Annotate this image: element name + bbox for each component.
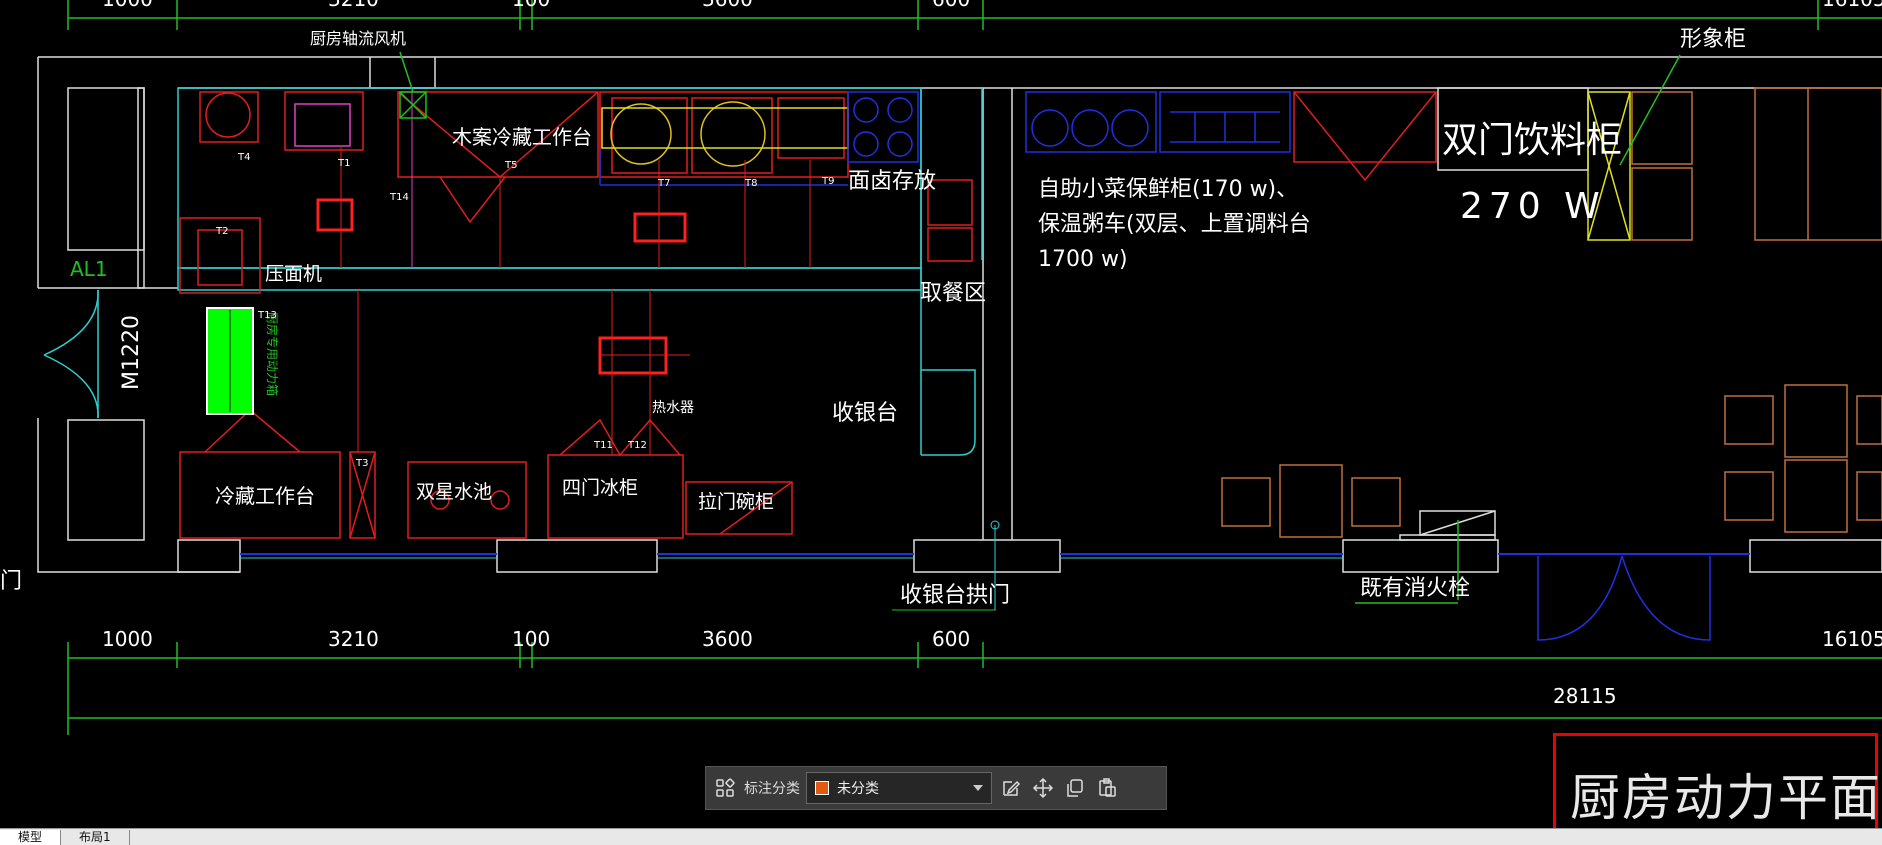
power-panel — [206, 307, 254, 415]
label-self-service-1: 自助小菜保鲜柜(170 w)、 — [1038, 177, 1298, 202]
category-color-swatch — [815, 781, 829, 795]
category-icon[interactable] — [712, 775, 738, 801]
annotation-category-dropdown[interactable]: 未分类 — [806, 772, 992, 804]
tag-t4: T4 — [237, 152, 250, 163]
chevron-down-icon — [973, 785, 983, 791]
dim-bottom-2: 3210 — [328, 627, 379, 651]
move-icon[interactable] — [1030, 775, 1056, 801]
label-double-sink: 双星水池 — [416, 481, 492, 503]
copy-icon[interactable] — [1062, 775, 1088, 801]
exhaust-fan — [399, 51, 427, 119]
tag-t1: T1 — [337, 158, 350, 169]
bottom-dimensions — [67, 642, 1882, 735]
tag-t2: T2 — [215, 226, 228, 237]
dim-top-5: 600 — [932, 0, 970, 11]
dimension-texts-bottom: 1000 3210 100 3600 600 16105 28115 — [102, 627, 1882, 708]
entry-double-door — [1537, 555, 1711, 641]
dim-bottom-6: 16105 — [1822, 627, 1882, 651]
dim-bottom-1: 1000 — [102, 627, 153, 651]
label-panel-al1: AL1 — [70, 257, 108, 281]
label-noodle-braise: 面卤存放 — [848, 169, 936, 194]
hydrant — [1355, 510, 1496, 604]
dining-furniture — [1221, 384, 1882, 538]
dim-total: 28115 — [1553, 684, 1617, 708]
annotation-toolbar: 标注分类 未分类 — [705, 766, 1167, 810]
label-cashier: 收银台 — [832, 401, 898, 426]
tag-t3: T3 — [355, 458, 368, 469]
dim-bottom-4: 3600 — [702, 627, 753, 651]
wiring — [340, 88, 811, 455]
cad-drawing-canvas[interactable]: 厨房轴流风机 木案冷藏工作台 面卤存放 压面机 取餐区 自助小菜保鲜柜(170 … — [0, 0, 1882, 828]
label-panel-kitchen: 厨房专用动力箱 — [265, 312, 280, 396]
label-pickup-area: 取餐区 — [920, 281, 986, 306]
label-image-cabinet: 形象柜 — [1680, 27, 1746, 52]
walls — [37, 56, 1882, 573]
drawing-title: 厨房动力平面图1: — [1570, 758, 1882, 830]
door-m1220 — [43, 289, 99, 419]
junction-boxes — [316, 198, 687, 375]
inner-walls — [177, 87, 983, 456]
equipment-tags: T4 T1 T2 T5 T14 T7 T8 T9 T13 T3 T11 T12 — [215, 152, 834, 469]
category-selected-value: 未分类 — [837, 781, 879, 797]
tag-t14: T14 — [389, 192, 409, 203]
tag-t7: T7 — [657, 178, 670, 189]
label-self-service-2: 保温粥车(双层、上置调料台 — [1038, 212, 1311, 237]
image-cabinet — [1437, 54, 1882, 241]
tag-t12: T12 — [627, 440, 647, 451]
blue-cabinets — [847, 91, 1291, 163]
tab-model[interactable]: 模型 — [0, 830, 62, 845]
label-exhaust-fan: 厨房轴流风机 — [310, 29, 406, 48]
dimension-texts-top: 1000 3210 100 3600 600 16105 — [102, 0, 1882, 11]
dim-top-1: 1000 — [102, 0, 153, 11]
paste-icon[interactable] — [1094, 775, 1120, 801]
annotation-category-label: 标注分类 — [744, 781, 800, 797]
layout-tab-bar: 模型 布局1 — [0, 828, 1882, 845]
label-four-door-fridge: 四门冰柜 — [562, 477, 638, 499]
tag-t5: T5 — [504, 160, 517, 171]
left-columns — [67, 87, 145, 541]
tag-t8: T8 — [744, 178, 757, 189]
drawing-title-text: 厨房动力平面图 — [1570, 769, 1882, 827]
tag-t13: T13 — [257, 310, 277, 321]
top-dimension — [67, 0, 1882, 30]
label-door-code: M1220 — [119, 315, 144, 390]
label-cold-table: 冷藏工作台 — [215, 484, 315, 508]
label-existing-hydrant: 既有消火栓 — [1360, 576, 1470, 601]
dim-top-2: 3210 — [328, 0, 379, 11]
label-sliding-cupboard: 拉门碗柜 — [698, 491, 774, 513]
tab-layout1[interactable]: 布局1 — [61, 830, 130, 845]
arch-door — [892, 520, 1000, 611]
label-cashier-arch-door: 收银台拱门 — [900, 583, 1010, 608]
tag-t9: T9 — [821, 176, 834, 187]
dim-bottom-3: 100 — [512, 627, 550, 651]
label-noodle-press: 压面机 — [265, 263, 322, 285]
label-beverage-power: 270 W — [1460, 186, 1606, 227]
label-wood-cold-table: 木案冷藏工作台 — [452, 125, 592, 149]
label-beverage-cabinet: 双门饮料柜 — [1442, 120, 1622, 161]
dim-top-6: 16105 — [1822, 0, 1882, 11]
tag-t11: T11 — [593, 440, 613, 451]
dim-top-3: 100 — [512, 0, 550, 11]
drawing-labels: 厨房轴流风机 木案冷藏工作台 面卤存放 压面机 取餐区 自助小菜保鲜柜(170 … — [0, 27, 1746, 608]
edit-icon[interactable] — [998, 775, 1024, 801]
dim-bottom-5: 600 — [932, 627, 970, 651]
label-water-heater: 热水器 — [652, 400, 694, 416]
label-self-service-3: 1700 w) — [1038, 247, 1128, 272]
label-left-door: 门 — [0, 569, 22, 594]
dim-top-4: 3600 — [702, 0, 753, 11]
